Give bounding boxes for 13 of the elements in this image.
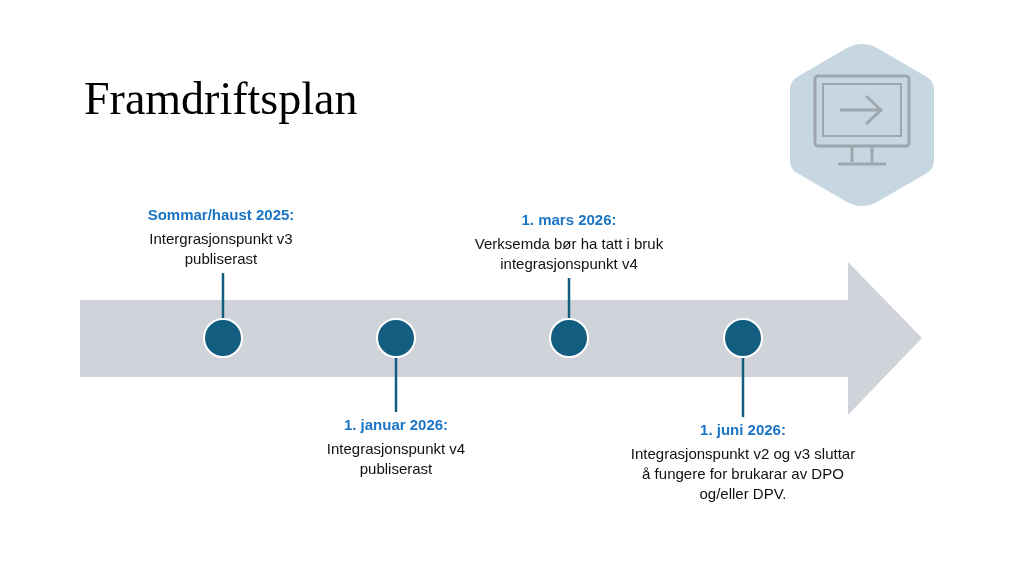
- milestone-description: Intergrasjonspunkt v3 publiserast: [148, 229, 294, 269]
- title: Framdriftsplan: [84, 72, 358, 125]
- milestone-description: Integrasjonspunkt v4 publiserast: [325, 439, 467, 479]
- milestone-date: 1. juni 2026:: [699, 421, 787, 438]
- milestone-description: Integrasjonspunkt v2 og v3 sluttar å fungere for brukarar av DPO og/eller DPV.: [630, 444, 856, 504]
- milestone-description: Verksemda bør ha tatt i bruk integrasjonspunkt v4: [473, 234, 665, 274]
- leader-line: [741, 358, 745, 417]
- milestone-date: 1. januar 2026:: [342, 416, 450, 433]
- leader-line: [567, 278, 571, 318]
- milestone-date: 1. mars 2026:: [520, 211, 618, 228]
- leader-line: [221, 273, 225, 318]
- leader-line: [394, 358, 398, 412]
- milestone-date: Sommar/haust 2025:: [146, 206, 296, 223]
